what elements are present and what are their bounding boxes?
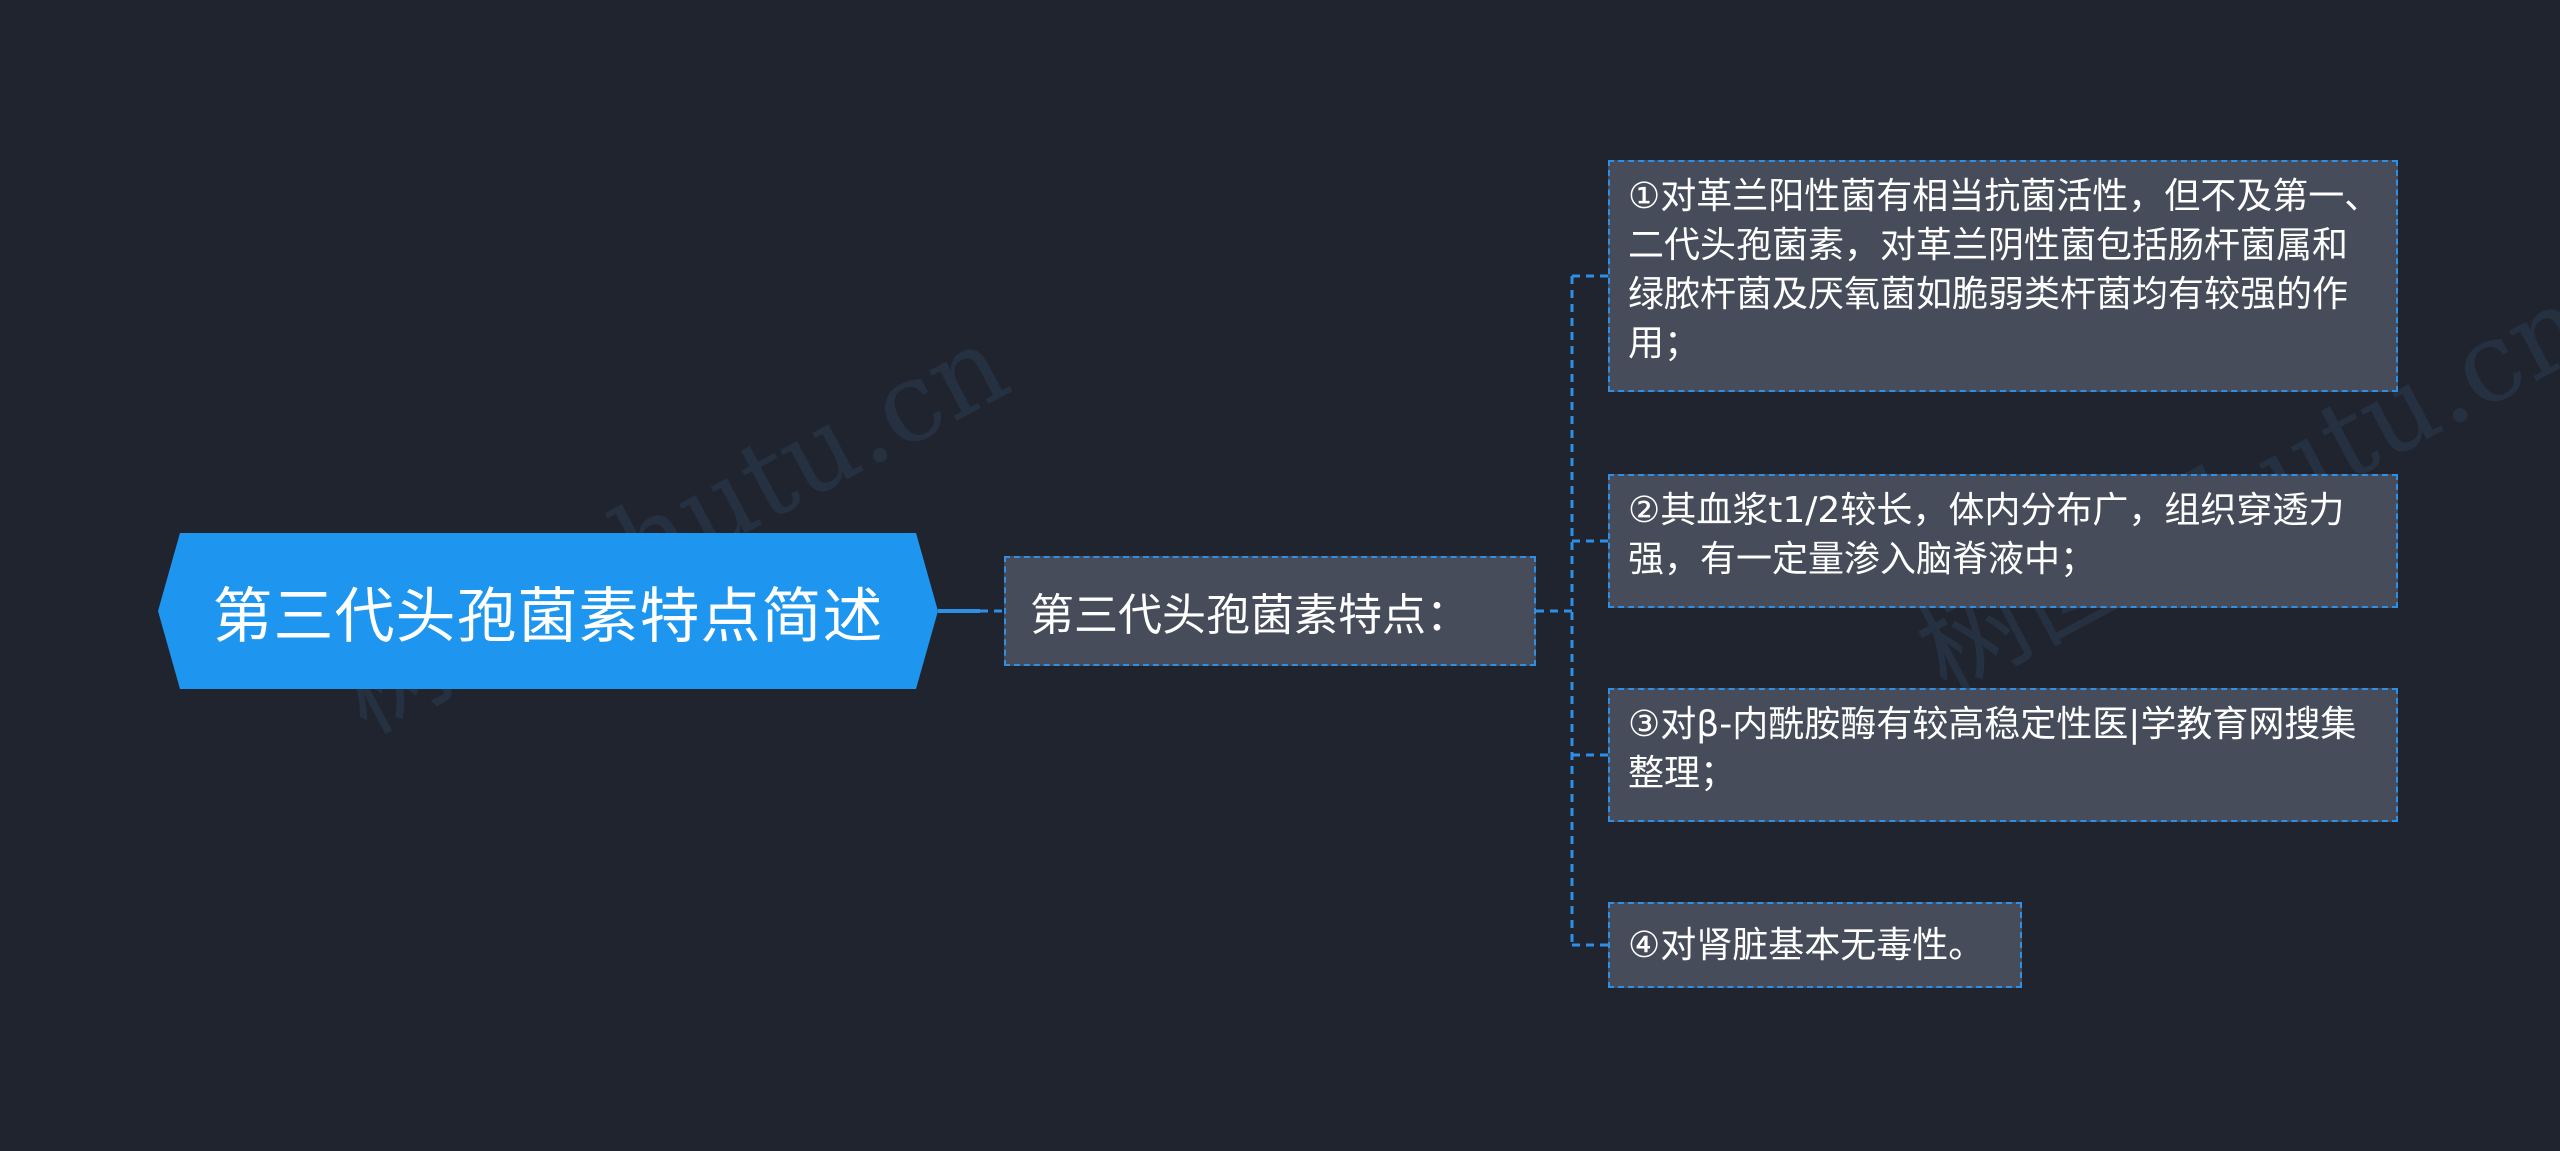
leaf-node-4[interactable]: ④对肾脏基本无毒性。: [1608, 902, 2022, 988]
leaf-text: ①对革兰阳性菌有相当抗菌活性，但不及第一、二代头孢菌素，对革兰阴性菌包括肠杆菌属…: [1628, 176, 2381, 364]
root-topic-node[interactable]: 第三代头孢菌素特点简述: [158, 533, 938, 689]
leaf-text: ④对肾脏基本无毒性。: [1628, 924, 1985, 966]
leaf-node-2[interactable]: ②其血浆t1/2较长，体内分布广，组织穿透力强，有一定量渗入脑脊液中；: [1608, 474, 2398, 608]
subtopic-label: 第三代头孢菌素特点：: [1030, 590, 1470, 641]
subtopic-node[interactable]: 第三代头孢菌素特点：: [1004, 556, 1536, 666]
leaf-node-3[interactable]: ③对β-内酰胺酶有较高稳定性医|学教育网搜集整理；: [1608, 688, 2398, 822]
leaf-node-1[interactable]: ①对革兰阳性菌有相当抗菌活性，但不及第一、二代头孢菌素，对革兰阴性菌包括肠杆菌属…: [1608, 160, 2398, 392]
leaf-text: ②其血浆t1/2较长，体内分布广，组织穿透力强，有一定量渗入脑脊液中；: [1628, 490, 2345, 580]
root-node-shape: [158, 533, 938, 689]
root-topic-label: 第三代头孢菌素特点简述: [212, 581, 884, 652]
leaf-text: ③对β-内酰胺酶有较高稳定性医|学教育网搜集整理；: [1628, 704, 2357, 794]
